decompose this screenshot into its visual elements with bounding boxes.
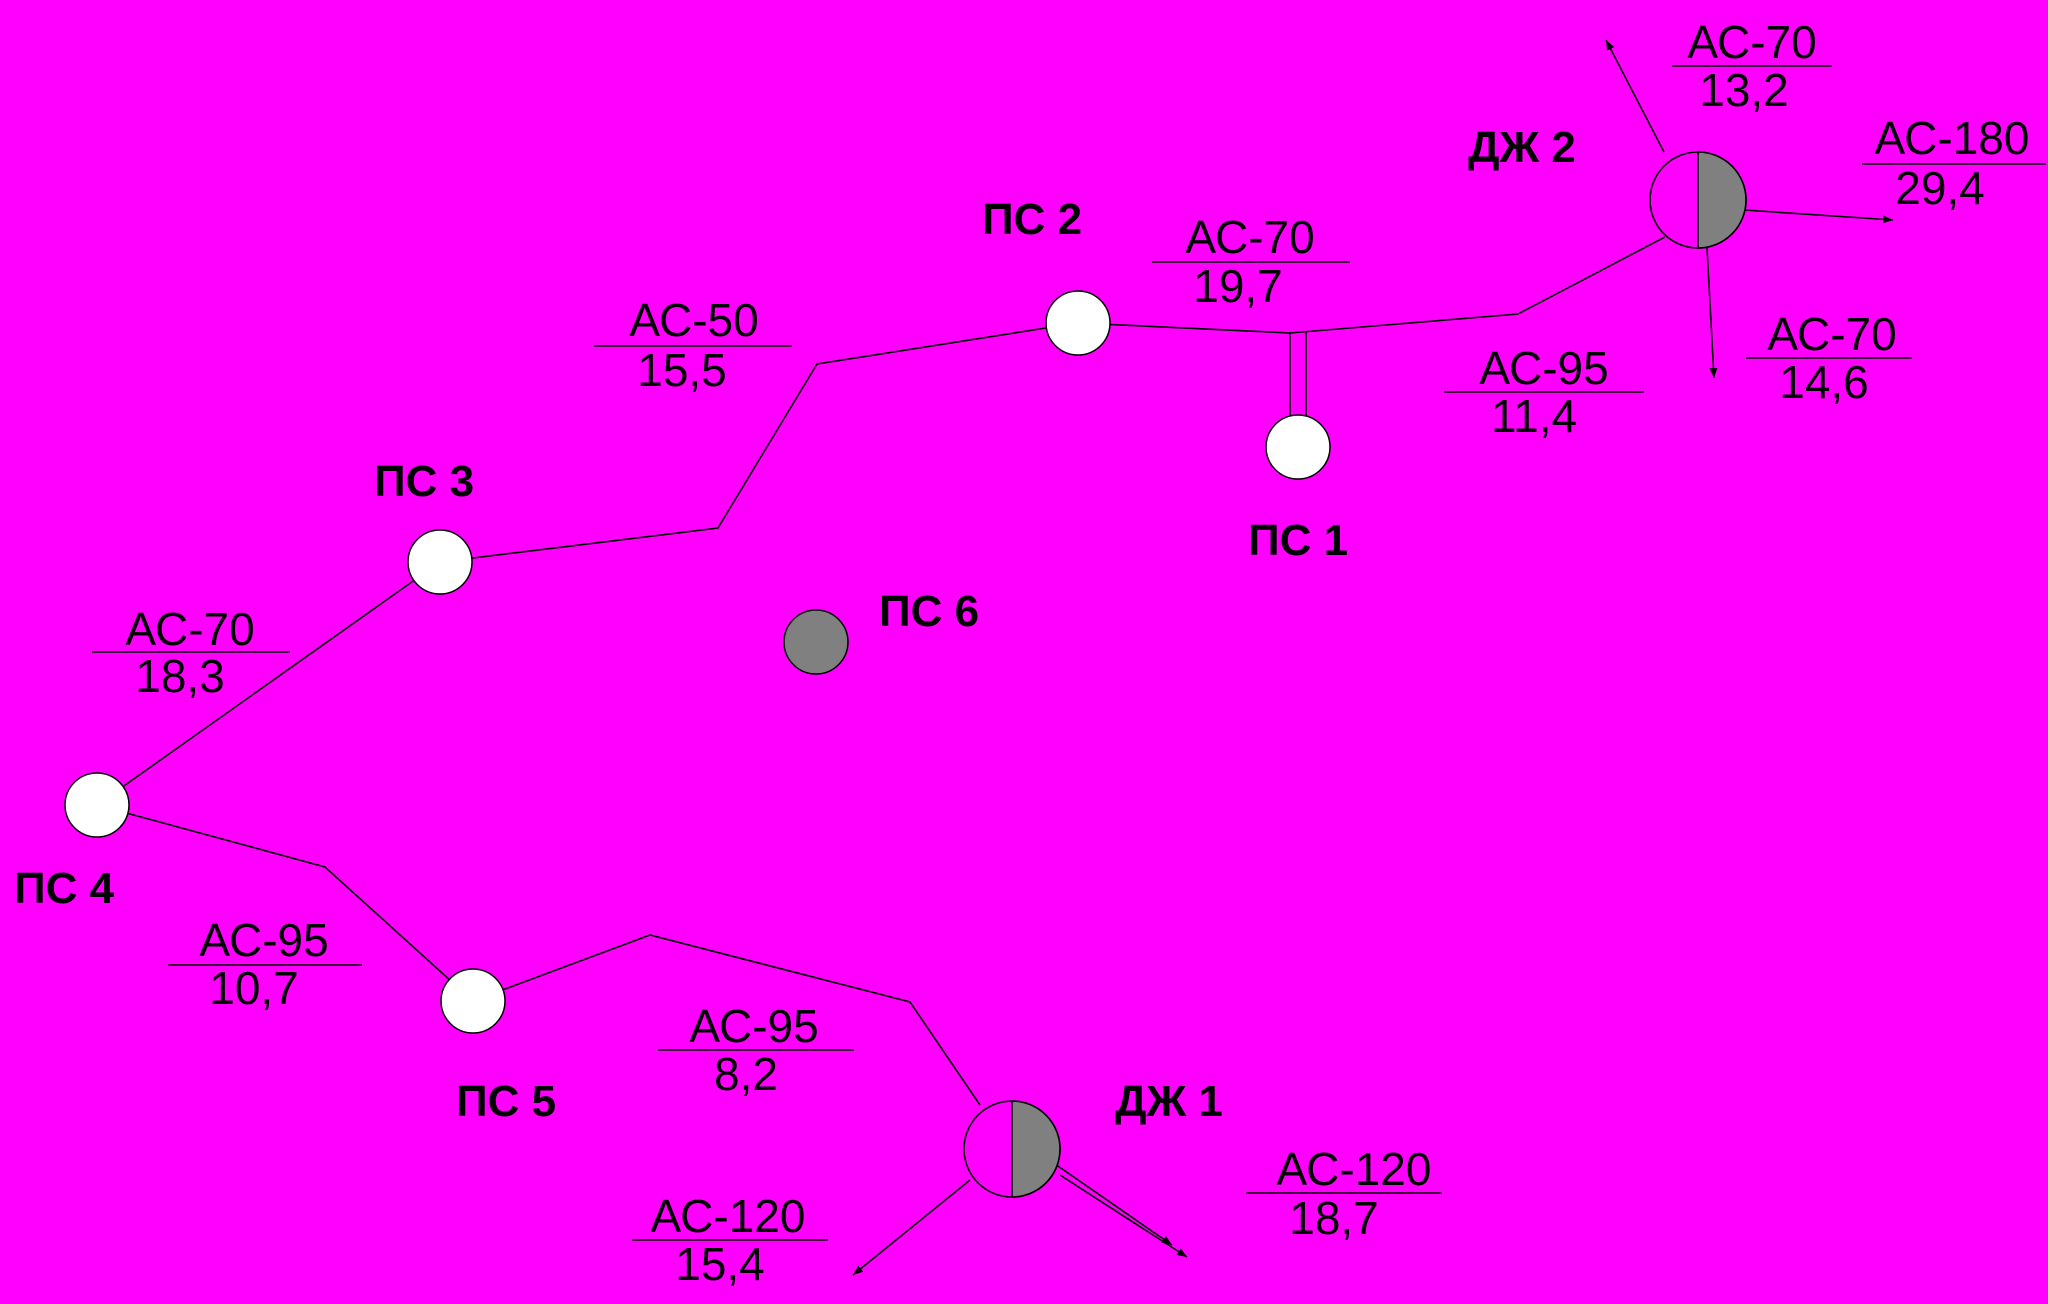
wire-type: АС-70 [1767, 308, 1896, 360]
wire-type: АС-95 [199, 914, 328, 966]
wire-type: АС-120 [1277, 1143, 1432, 1195]
line-length: 15,4 [675, 1238, 765, 1290]
wire-type: АС-180 [1875, 112, 2030, 164]
line-ps4-ps3 [96, 561, 441, 806]
node-ps2[interactable] [1045, 290, 1111, 356]
line-ps2-dzh2 [1077, 236, 1666, 334]
wire-type: АС-50 [629, 294, 758, 346]
line-length: 15,5 [637, 344, 727, 396]
line-label-dzh2-up: АС-70 13,2 [1672, 16, 1832, 116]
wire-type: АС-70 [1185, 211, 1314, 263]
arrow-dzh2-up [1605, 39, 1665, 153]
line-label-dzh1-left: АС-120 15,4 [632, 1190, 828, 1290]
label-dzh2: ДЖ 2 [1468, 123, 1576, 172]
label-ps4: ПС 4 [14, 864, 115, 913]
label-ps2: ПС 2 [982, 195, 1082, 244]
node-dzh2[interactable] [1649, 151, 1747, 249]
line-length: 14,6 [1779, 356, 1869, 408]
label-ps5: ПС 5 [456, 1077, 556, 1126]
line-length: 10,7 [209, 962, 299, 1014]
line-length: 13,2 [1699, 64, 1789, 116]
wire-type: АС-70 [1687, 16, 1816, 68]
wire-type: АС-70 [125, 603, 254, 655]
line-label-dzh2-down: АС-70 14,6 [1746, 308, 1912, 408]
arrow-dzh2-down [1706, 247, 1718, 379]
line-label-ps5-dzh1: АС-95 8,2 [658, 1000, 854, 1100]
line-label-ps4-ps5: АС-95 10,7 [168, 914, 362, 1014]
line-length: 18,7 [1289, 1192, 1379, 1244]
line-ps5-dzh1 [472, 934, 981, 1106]
arrow-dzh2-right [1743, 209, 1894, 224]
line-label-ps2-dzh2: АС-70 19,7 [1152, 211, 1350, 312]
label-ps6: ПС 6 [879, 587, 979, 636]
line-length: 18,3 [135, 650, 225, 702]
line-length: 11,4 [1491, 390, 1577, 442]
node-dzh1[interactable] [963, 1100, 1061, 1198]
line-length: 29,4 [1895, 162, 1985, 214]
label-ps3: ПС 3 [374, 457, 474, 506]
node-ps6[interactable] [783, 609, 849, 675]
line-label-ps3-ps2: АС-50 15,5 [594, 294, 792, 396]
line-length: 8,2 [714, 1048, 778, 1100]
line-ps3-ps2 [439, 322, 1079, 563]
line-label-ps1-dzh2: АС-95 11,4 [1444, 342, 1644, 442]
wire-type: АС-95 [689, 1000, 818, 1052]
label-ps1: ПС 1 [1248, 516, 1348, 565]
node-ps5[interactable] [440, 968, 506, 1034]
node-ps3[interactable] [407, 529, 473, 595]
wire-type: АС-95 [1479, 342, 1608, 394]
arrow-dzh1-left [852, 1179, 971, 1276]
line-ps4-ps5 [96, 804, 474, 1002]
node-ps1[interactable] [1265, 414, 1331, 480]
line-label-dzh1-right: АС-120 18,7 [1246, 1143, 1442, 1244]
line-length: 19,7 [1193, 260, 1283, 312]
arrow-dzh1-right-a [1054, 1163, 1173, 1246]
line-label-ps4-ps3: АС-70 18,3 [92, 603, 290, 702]
node-ps4[interactable] [64, 772, 130, 838]
wire-type: АС-120 [651, 1190, 806, 1242]
label-dzh1: ДЖ 1 [1115, 1077, 1223, 1126]
line-label-dzh2-right: АС-180 29,4 [1862, 112, 2046, 214]
arrow-dzh1-right-b [1059, 1174, 1188, 1258]
